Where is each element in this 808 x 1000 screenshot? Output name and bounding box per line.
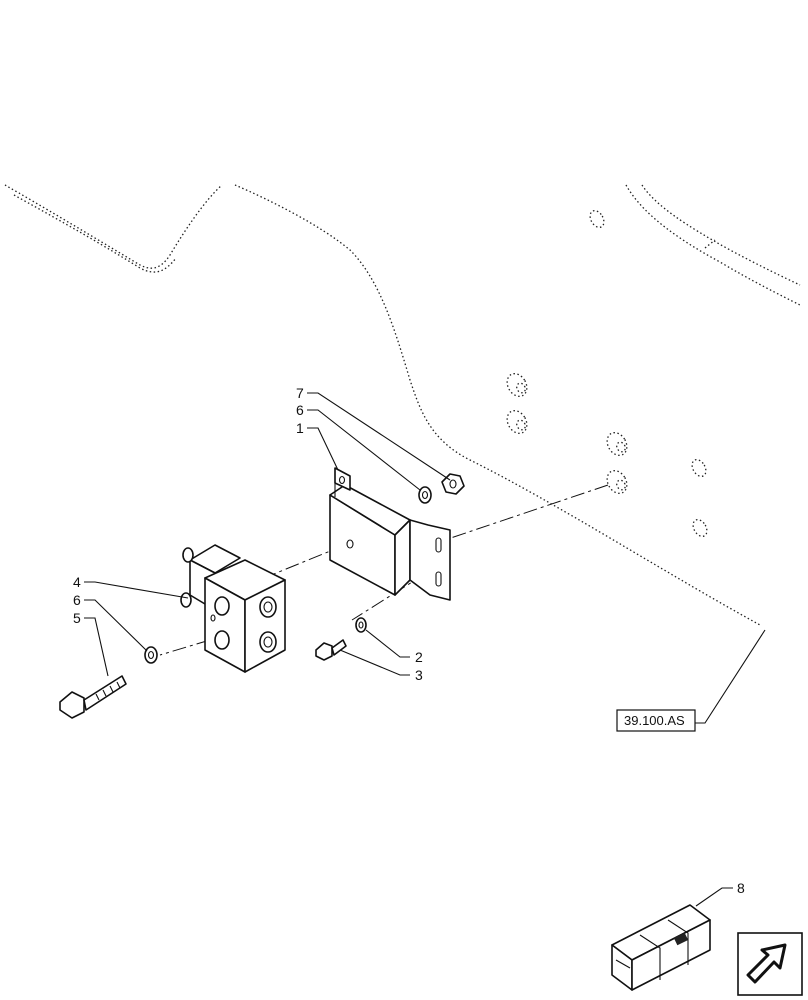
callout-8: 8 [737, 880, 745, 896]
callout-5: 5 [73, 610, 81, 626]
callout-3: 3 [415, 667, 423, 683]
bracket-part [329, 467, 451, 601]
section-reference-label: 39.100.AS [624, 713, 685, 728]
callout-1: 1 [296, 420, 304, 436]
chassis-phantom-outline [4, 184, 801, 626]
kit-box-part [611, 904, 711, 991]
callout-2: 2 [415, 649, 423, 665]
leader-lines [84, 392, 766, 907]
washer-part [144, 486, 432, 664]
callout-6-lower: 6 [73, 592, 81, 608]
orientation-arrow-icon [737, 932, 803, 996]
callout-4: 4 [73, 574, 81, 590]
callout-6-upper: 6 [296, 402, 304, 418]
short-bolt-part [315, 617, 367, 661]
section-reference-box[interactable]: 39.100.AS [616, 709, 696, 732]
valve-block-part [180, 544, 286, 673]
bolt-long-part [59, 675, 127, 719]
chassis-boss [506, 373, 628, 494]
callout-7: 7 [296, 385, 304, 401]
